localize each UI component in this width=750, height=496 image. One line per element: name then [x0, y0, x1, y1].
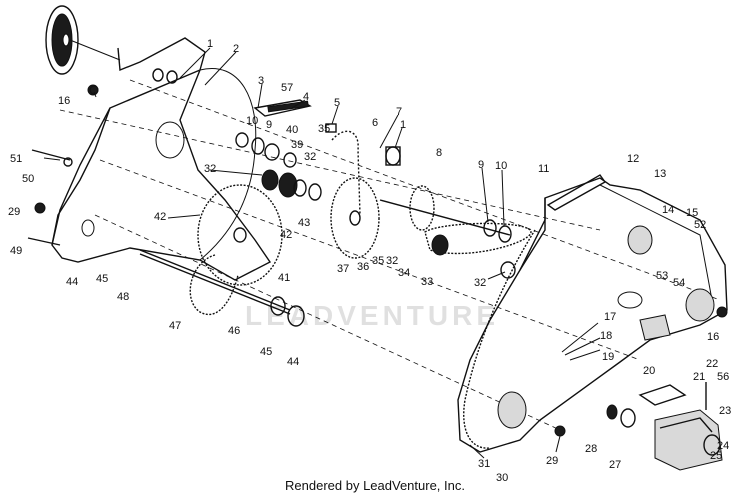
callout-44: 44 — [66, 276, 78, 288]
callout-45: 45 — [96, 273, 108, 285]
callout-51: 51 — [10, 153, 22, 165]
callout-35b: 35 — [372, 255, 384, 267]
callout-15: 15 — [686, 207, 698, 219]
callout-37: 37 — [337, 263, 349, 275]
callout-36: 36 — [357, 261, 369, 273]
large-sprocket — [197, 184, 283, 286]
watermark-text: LEADVENTURE — [245, 300, 500, 331]
callout-1b: 1 — [400, 119, 406, 131]
callout-30: 30 — [496, 472, 508, 484]
callout-57: 57 — [281, 82, 293, 94]
callout-10: 10 — [246, 115, 258, 127]
callout-9b: 9 — [478, 159, 484, 171]
bolts — [27, 85, 728, 437]
callout-33: 33 — [421, 276, 433, 288]
callout-32c: 32 — [386, 255, 398, 267]
callout-29b: 29 — [546, 455, 558, 467]
callout-44b: 44 — [287, 356, 299, 368]
drive-chain-upper — [424, 222, 532, 255]
callout-2: 2 — [233, 43, 239, 55]
callout-40: 40 — [286, 124, 298, 136]
callout-52: 52 — [694, 219, 706, 231]
callout-54: 54 — [673, 277, 685, 289]
callout-23: 23 — [719, 405, 731, 417]
callout-5: 5 — [334, 97, 340, 109]
callout-32d: 32 — [474, 277, 486, 289]
callout-21: 21 — [693, 371, 705, 383]
callout-46: 46 — [228, 325, 240, 337]
centerline — [59, 109, 601, 231]
callout-35: 35 — [318, 123, 330, 135]
centerline — [94, 214, 561, 431]
gearbox — [606, 384, 723, 471]
callout-6: 6 — [372, 117, 378, 129]
right-housing — [457, 177, 728, 453]
callout-4: 4 — [303, 91, 309, 103]
callout-11: 11 — [538, 163, 549, 175]
callout-32b: 32 — [204, 163, 216, 175]
wheel — [45, 5, 121, 75]
callout-49: 49 — [10, 245, 22, 257]
callout-12: 12 — [627, 153, 639, 165]
callout-32: 32 — [304, 151, 316, 163]
top-plate — [546, 174, 607, 211]
callout-22: 22 — [706, 358, 718, 370]
middle-sprocket — [330, 177, 380, 259]
callout-20: 20 — [643, 365, 655, 377]
callout-13: 13 — [654, 168, 666, 180]
callout-9: 9 — [266, 119, 272, 131]
callout-45b: 45 — [260, 346, 272, 358]
callout-42b: 42 — [280, 229, 292, 241]
callout-34: 34 — [398, 267, 410, 279]
callout-47: 47 — [169, 320, 181, 332]
callout-39: 39 — [291, 139, 303, 151]
callout-16b: 16 — [707, 331, 719, 343]
callout-1: 1 — [207, 38, 213, 50]
centerline — [99, 159, 641, 361]
callout-27: 27 — [609, 459, 621, 471]
callout-16: 16 — [58, 95, 70, 107]
callout-41: 41 — [278, 272, 290, 284]
callout-17: 17 — [604, 311, 616, 323]
callout-24: 24 — [717, 440, 729, 452]
callout-50: 50 — [22, 173, 34, 185]
callout-10b: 10 — [495, 160, 507, 172]
small-chain — [331, 130, 361, 216]
footer-credit: Rendered by LeadVenture, Inc. — [285, 478, 465, 493]
callout-28: 28 — [585, 443, 597, 455]
callout-7: 7 — [396, 106, 402, 118]
drive-chain-lower — [189, 254, 239, 315]
callout-53: 53 — [656, 270, 668, 282]
leader-lines — [43, 47, 601, 459]
callout-14: 14 — [662, 204, 674, 216]
callout-19: 19 — [602, 351, 614, 363]
callout-48: 48 — [117, 291, 129, 303]
callout-31: 31 — [478, 458, 490, 470]
shaft — [139, 249, 291, 311]
callout-29: 29 — [8, 206, 20, 218]
centerline — [129, 79, 721, 301]
callout-25: 25 — [710, 450, 722, 462]
callout-8: 8 — [436, 147, 442, 159]
callout-18: 18 — [600, 330, 612, 342]
callout-43: 43 — [298, 217, 310, 229]
callout-56: 56 — [717, 371, 729, 383]
callout-3: 3 — [258, 75, 264, 87]
callout-42: 42 — [154, 211, 166, 223]
spacers-upper — [235, 132, 322, 201]
